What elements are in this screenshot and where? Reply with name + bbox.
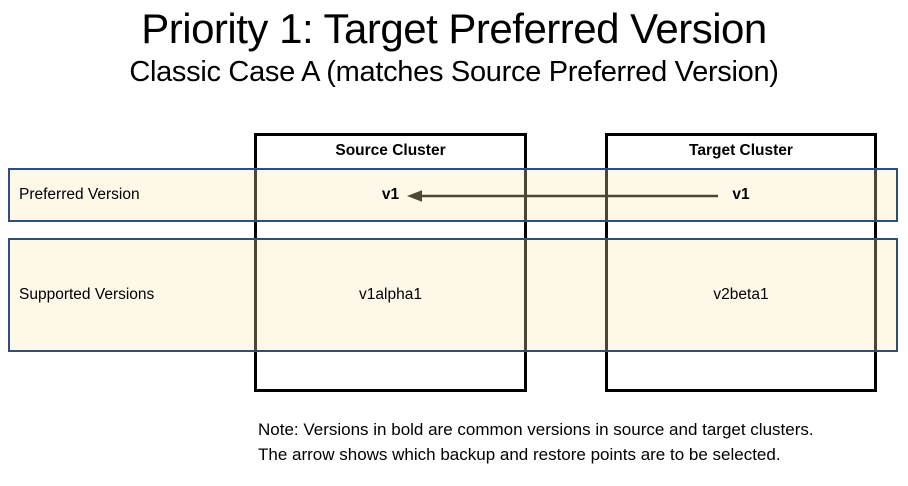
supported-versions-label: Supported Versions xyxy=(19,286,155,303)
source-preferred-version-value: v1 xyxy=(381,186,400,203)
target-to-source-arrow-icon xyxy=(407,190,718,202)
page-subtitle: Classic Case A (matches Source Preferred… xyxy=(129,56,779,88)
supported-versions-row: Supported Versions xyxy=(8,238,898,352)
footnote-line-1: Note: Versions in bold are common versio… xyxy=(258,420,814,439)
target-supported-version-value: v2beta1 xyxy=(713,286,769,303)
source-supported-version-value: v1alpha1 xyxy=(359,286,422,303)
target-cluster-box: Target Cluster xyxy=(605,133,877,392)
footnote: Note: Versions in bold are common versio… xyxy=(258,417,814,467)
preferred-version-row: Preferred Version xyxy=(8,168,898,222)
target-preferred-version-value: v1 xyxy=(732,186,750,203)
footnote-line-2: The arrow shows which backup and restore… xyxy=(258,445,781,464)
page-title: Priority 1: Target Preferred Version xyxy=(141,5,767,52)
preferred-version-label: Preferred Version xyxy=(19,186,140,203)
source-cluster-box: Source Cluster xyxy=(254,133,527,392)
target-cluster-header: Target Cluster xyxy=(689,142,793,159)
source-cluster-header: Source Cluster xyxy=(335,142,446,159)
